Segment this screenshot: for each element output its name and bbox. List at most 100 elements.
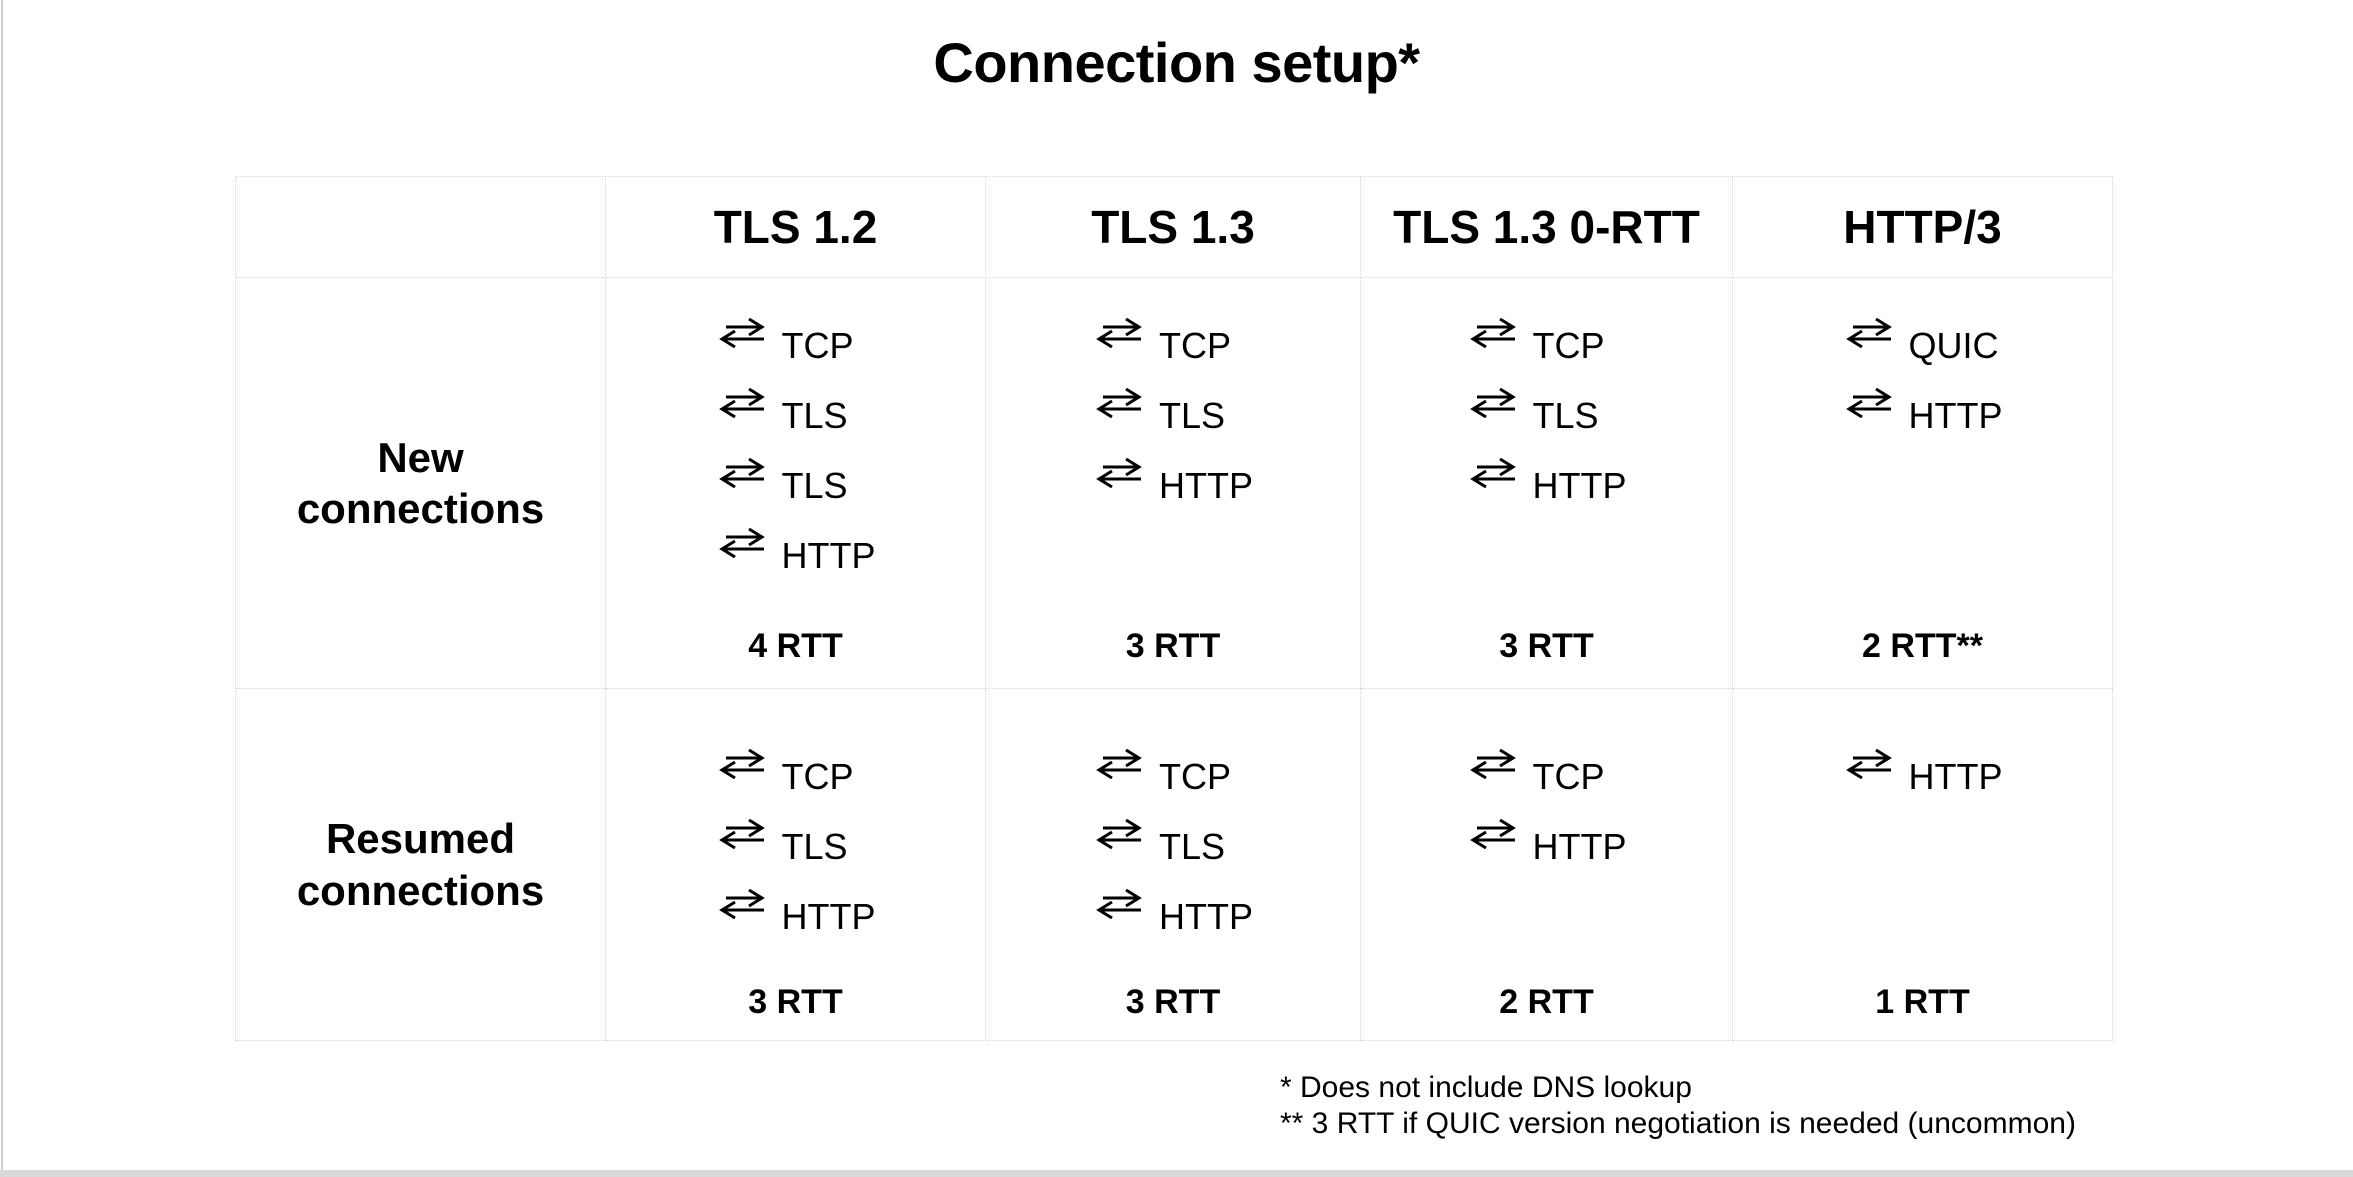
step-list: QUIC HTTP xyxy=(1843,318,2003,434)
protocol-label: HTTP xyxy=(1908,756,2003,797)
step-list: TCP TLS HTTP xyxy=(1093,318,1253,504)
rtt-total: 2 RTT xyxy=(1499,983,1594,1021)
protocol-step: HTTP xyxy=(1467,819,1627,865)
protocol-step: HTTP xyxy=(1093,458,1253,504)
round-trip-arrows-icon xyxy=(1093,749,1145,779)
footnote-quic-negotiation: ** 3 RTT if QUIC version negotiation is … xyxy=(1280,1107,2076,1140)
protocol-label: TCP xyxy=(781,756,854,797)
protocol-step: HTTP xyxy=(1467,458,1627,504)
footnotes: * Does not include DNS lookup ** 3 RTT i… xyxy=(1280,1070,2076,1142)
protocol-step: HTTP xyxy=(1843,388,2003,434)
step-list: TCP HTTP xyxy=(1467,749,1627,865)
protocol-step: TLS xyxy=(716,458,876,504)
round-trip-arrows-icon xyxy=(1093,388,1145,418)
protocol-label: TLS xyxy=(1159,395,1226,436)
protocol-label: HTTP xyxy=(781,896,876,937)
step-list: TCP TLS TLS HTTP xyxy=(716,318,876,574)
round-trip-arrows-icon xyxy=(716,819,768,849)
round-trip-arrows-icon xyxy=(1467,749,1519,779)
header-cell-tls-1-3-0rtt: TLS 1.3 0-RTT xyxy=(1361,177,1733,278)
round-trip-arrows-icon xyxy=(1843,388,1895,418)
cell-new-tls13-0rtt: TCP TLS HTTP 3 RTT xyxy=(1361,278,1733,689)
header-cell-tls-1-2: TLS 1.2 xyxy=(606,177,986,278)
round-trip-arrows-icon xyxy=(716,458,768,488)
round-trip-arrows-icon xyxy=(716,749,768,779)
protocol-step: TCP xyxy=(1467,318,1627,364)
round-trip-arrows-icon xyxy=(1093,458,1145,488)
protocol-label: TLS xyxy=(781,826,848,867)
round-trip-arrows-icon xyxy=(1843,749,1895,779)
protocol-step: TLS xyxy=(1093,388,1253,434)
round-trip-arrows-icon xyxy=(1093,889,1145,919)
protocol-label: TLS xyxy=(781,465,848,506)
header-cell-tls-1-3: TLS 1.3 xyxy=(986,177,1361,278)
cell-new-tls13: TCP TLS HTTP 3 RTT xyxy=(986,278,1361,689)
round-trip-arrows-icon xyxy=(716,388,768,418)
rtt-total: 3 RTT xyxy=(1125,983,1221,1021)
rtt-total: 4 RTT xyxy=(748,627,843,665)
protocol-label: TCP xyxy=(781,325,854,366)
step-list: TCP TLS HTTP xyxy=(1467,318,1627,504)
step-list: HTTP xyxy=(1843,749,2003,795)
round-trip-arrows-icon xyxy=(1093,819,1145,849)
round-trip-arrows-icon xyxy=(1843,318,1895,348)
protocol-step: TCP xyxy=(716,318,876,364)
row-label-new-connections: New connections xyxy=(236,278,606,689)
rtt-total: 3 RTT xyxy=(748,983,843,1021)
round-trip-arrows-icon xyxy=(1467,318,1519,348)
round-trip-arrows-icon xyxy=(716,889,768,919)
round-trip-arrows-icon xyxy=(1093,318,1145,348)
protocol-step: HTTP xyxy=(716,889,876,935)
protocol-step: HTTP xyxy=(716,528,876,574)
protocol-label: HTTP xyxy=(781,535,876,576)
cell-resumed-tls12: TCP TLS HTTP 3 RTT xyxy=(606,689,986,1041)
rtt-total: 2 RTT** xyxy=(1862,627,1983,665)
protocol-label: TLS xyxy=(781,395,848,436)
round-trip-arrows-icon xyxy=(716,528,768,558)
protocol-step: TCP xyxy=(1093,318,1253,364)
protocol-label: TLS xyxy=(1532,395,1599,436)
protocol-label: TCP xyxy=(1159,325,1231,366)
protocol-step: TCP xyxy=(1467,749,1627,795)
protocol-label: TLS xyxy=(1159,826,1226,867)
protocol-label: TCP xyxy=(1532,325,1605,366)
cell-resumed-http3: HTTP 1 RTT xyxy=(1733,689,2113,1041)
round-trip-arrows-icon xyxy=(1467,819,1519,849)
screenshot-bottom-edge xyxy=(0,1170,2353,1177)
step-list: TCP TLS HTTP xyxy=(1093,749,1253,935)
rtt-total: 3 RTT xyxy=(1125,627,1221,665)
cell-resumed-tls13-0rtt: TCP HTTP 2 RTT xyxy=(1361,689,1733,1041)
rtt-total: 3 RTT xyxy=(1499,627,1594,665)
protocol-label: HTTP xyxy=(1159,896,1253,937)
protocol-step: TCP xyxy=(1093,749,1253,795)
round-trip-arrows-icon xyxy=(1467,388,1519,418)
protocol-label: QUIC xyxy=(1908,325,1999,366)
footnote-dns: * Does not include DNS lookup xyxy=(1280,1071,1692,1104)
round-trip-arrows-icon xyxy=(1467,458,1519,488)
header-cell-empty xyxy=(236,177,606,278)
header-cell-http3: HTTP/3 xyxy=(1733,177,2113,278)
connection-setup-table: TLS 1.2 TLS 1.3 TLS 1.3 0-RTT HTTP/3 New… xyxy=(235,176,2113,1041)
protocol-label: HTTP xyxy=(1908,395,2003,436)
protocol-label: HTTP xyxy=(1159,465,1253,506)
protocol-step: TLS xyxy=(1093,819,1253,865)
protocol-step: TCP xyxy=(716,749,876,795)
step-list: TCP TLS HTTP xyxy=(716,749,876,935)
protocol-step: QUIC xyxy=(1843,318,2003,364)
protocol-step: TLS xyxy=(716,388,876,434)
cell-resumed-tls13: TCP TLS HTTP 3 RTT xyxy=(986,689,1361,1041)
protocol-label: HTTP xyxy=(1532,465,1627,506)
cell-new-tls12: TCP TLS TLS HTTP 4 RTT xyxy=(606,278,986,689)
rtt-total: 1 RTT xyxy=(1875,983,1970,1021)
protocol-label: TCP xyxy=(1532,756,1605,797)
protocol-label: TCP xyxy=(1159,756,1231,797)
protocol-step: TLS xyxy=(1467,388,1627,434)
protocol-label: HTTP xyxy=(1532,826,1627,867)
round-trip-arrows-icon xyxy=(716,318,768,348)
protocol-step: TLS xyxy=(716,819,876,865)
row-label-resumed-connections: Resumed connections xyxy=(236,689,606,1041)
screenshot-left-edge xyxy=(1,0,3,1177)
page-title: Connection setup* xyxy=(933,31,1420,94)
cell-new-http3: QUIC HTTP 2 RTT** xyxy=(1733,278,2113,689)
protocol-step: HTTP xyxy=(1843,749,2003,795)
